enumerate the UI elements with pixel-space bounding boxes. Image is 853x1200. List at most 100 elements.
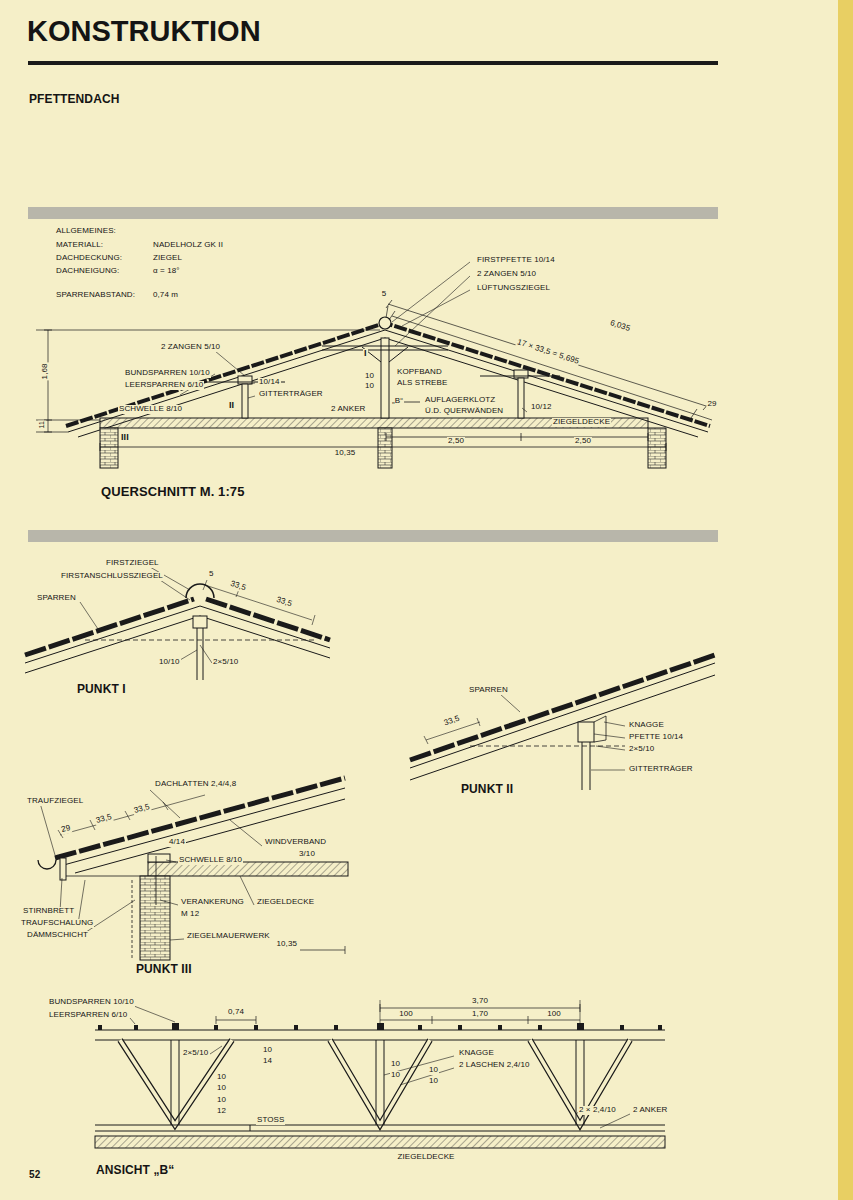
truss-elevation-part <box>120 1040 630 1125</box>
dimension-label: SCHWELLE 8/10 <box>178 856 243 865</box>
section-heading: QUERSCHNITT M. 1:75 <box>100 485 245 499</box>
eave-detail-part <box>60 876 254 940</box>
dimension-label: 3,70 <box>471 997 489 1006</box>
dimension-label: KNAGGE <box>458 1049 495 1058</box>
dimension-label: SPARREN <box>36 594 77 603</box>
truss-elevation-part-part <box>620 1025 624 1030</box>
cross-section-part <box>386 306 388 318</box>
dimension-label: 2,50 <box>447 437 465 446</box>
truss-elevation <box>95 1000 665 1148</box>
section-heading: II <box>228 401 235 411</box>
purlin-detail-part <box>410 663 715 768</box>
dimension-label: 1,70 <box>471 1010 489 1019</box>
dimension-label: 2 ZANGEN 5/10 <box>476 270 537 279</box>
dimension-label: 2×5/10 <box>212 658 239 667</box>
dimension-label: SPARREN <box>468 686 509 695</box>
eave-detail-part <box>148 854 170 862</box>
dimension-label: 10,35 <box>334 449 357 458</box>
cross-section-part <box>238 376 252 384</box>
eave-detail-part <box>300 946 345 954</box>
cross-section-part <box>386 433 648 441</box>
eave-detail-part <box>38 860 56 869</box>
dimension-label: FIRSTPFETTE 10/14 <box>476 256 556 265</box>
cross-section-part <box>522 408 527 412</box>
eave-detail-part <box>140 876 170 960</box>
purlin-detail-part <box>594 716 606 742</box>
truss-elevation-part-part <box>134 1025 138 1030</box>
cross-section-part <box>648 428 666 468</box>
dimension-label: 10/14 <box>258 378 281 387</box>
dimension-label: 5 <box>208 570 215 579</box>
ridge-detail-part <box>186 584 214 598</box>
cross-section-part <box>518 378 524 418</box>
section-heading: 52 <box>28 1169 41 1180</box>
dimension-label: 4/14 <box>168 838 186 847</box>
dimension-label: DACHLATTEN 2,4/4,8 <box>154 780 237 789</box>
section-heading: PUNKT II <box>460 783 514 796</box>
page-frame-part <box>28 530 718 542</box>
dimension-label: WINDVERBAND <box>264 838 327 847</box>
truss-elevation-part <box>120 1040 630 1125</box>
dimension-label: 10 <box>364 372 375 381</box>
eave-detail-part <box>165 795 205 806</box>
section-heading: PUNKT III <box>135 963 193 976</box>
cross-section-part <box>362 347 408 362</box>
truss-elevation-part-part <box>294 1025 298 1030</box>
truss-elevation-part-part <box>458 1025 462 1030</box>
truss-elevation-part-part <box>120 1040 630 1125</box>
dimension-label: 2 LASCHEN 2,4/10 <box>458 1061 531 1070</box>
dimension-label: ZIEGEL <box>152 254 183 263</box>
dimension-label: DÄMMSCHICHT <box>26 931 89 940</box>
purlin-detail-part <box>500 694 625 770</box>
cross-section-part <box>100 418 648 428</box>
dimension-label: 2 ANKER <box>632 1106 669 1115</box>
dimension-label: 2,50 <box>574 437 592 446</box>
section-heading: I <box>363 349 368 359</box>
dimension-label: KOPFBAND <box>396 368 443 377</box>
dimension-label: 29 <box>59 824 72 835</box>
dimension-label: AUFLAGERKLOTZ <box>424 396 496 405</box>
dimension-label: KNAGGE <box>628 721 665 730</box>
eave-detail-part <box>66 876 148 877</box>
dimension-label: ALS STREBE <box>396 379 448 388</box>
dimension-label: 10 <box>262 1046 273 1055</box>
purlin-detail-part <box>578 722 594 742</box>
dimension-label: 100 <box>546 1010 562 1019</box>
page-frame-part <box>838 0 853 1200</box>
truss-elevation-part <box>216 1016 256 1024</box>
truss-elevation-part-part <box>377 1023 384 1030</box>
dimension-label: SCHWELLE 8/10 <box>118 405 183 414</box>
page-frame-part <box>28 61 718 65</box>
dimension-label: STIRNBRETT <box>22 907 75 916</box>
cross-section-part <box>392 262 470 346</box>
cross-section-part <box>379 317 391 329</box>
truss-elevation-part-part <box>334 1025 338 1030</box>
dimension-label: 14 <box>262 1057 273 1066</box>
truss-elevation-part-part <box>120 1040 630 1125</box>
dimension-label: 33,5 <box>274 596 294 610</box>
truss-elevation-part-part <box>658 1025 662 1030</box>
purlin-detail-part <box>582 742 590 790</box>
dimension-label: LEERSPARREN 6/10 <box>124 381 204 390</box>
ridge-detail-part <box>85 640 315 641</box>
dimension-label: 33,5 <box>442 715 462 729</box>
purlin-detail-part <box>410 655 715 760</box>
dimension-label: 2 ZANGEN 5/10 <box>160 343 221 352</box>
truss-elevation-part <box>95 1136 665 1148</box>
dimension-label: 2 ANKER <box>330 405 367 414</box>
truss-elevation-part-part <box>418 1025 422 1030</box>
eave-detail-part <box>60 858 66 880</box>
eave-detail-part <box>132 880 133 960</box>
ridge-detail <box>25 567 330 680</box>
eave-detail-part <box>55 778 345 858</box>
truss-elevation-part <box>95 1125 665 1131</box>
dimension-label: 2×5/10 <box>628 745 655 754</box>
dimension-label: FIRSTZIEGEL <box>105 559 160 568</box>
eave-detail-part <box>60 788 345 866</box>
section-heading: PFETTENDACH <box>28 93 120 106</box>
cross-section-part <box>514 370 528 378</box>
purlin-detail-part <box>470 746 625 747</box>
dimension-label: GITTERTRÄGER <box>628 765 694 774</box>
dimension-label: 10 <box>216 1096 227 1105</box>
dimension-label: LÜFTUNGSZIEGEL <box>476 284 551 293</box>
